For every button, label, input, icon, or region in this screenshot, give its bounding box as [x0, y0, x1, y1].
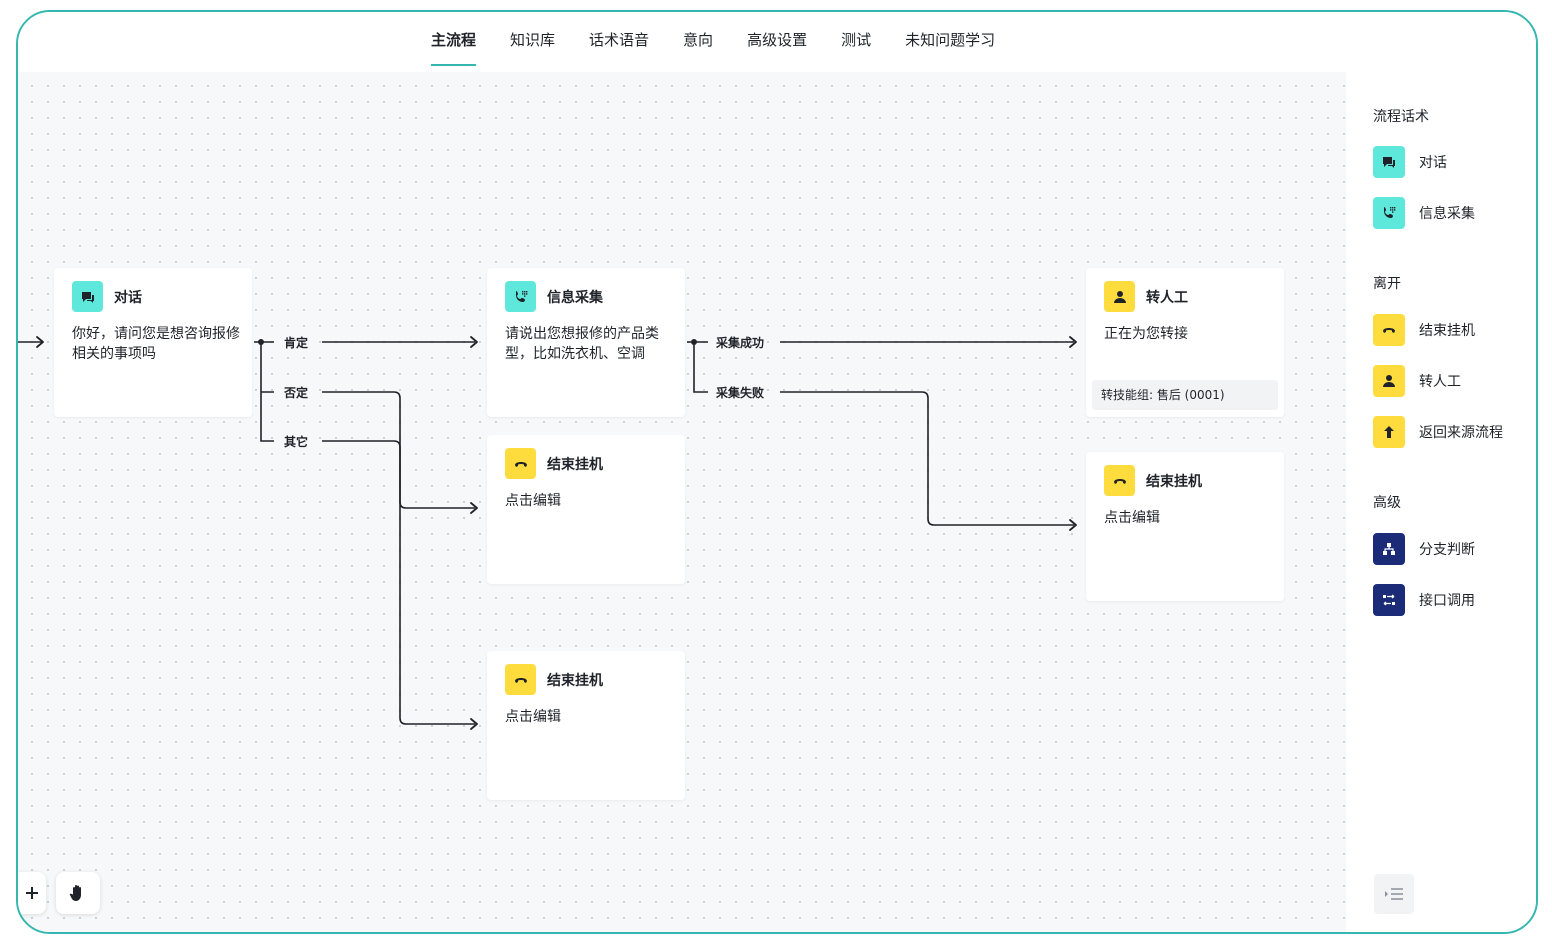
plus-icon — [26, 887, 38, 899]
node-transfer-human[interactable]: 转人工 正在为您转接 转技能组: 售后 (0001) — [1086, 268, 1284, 417]
palette-item-branch[interactable]: 分支判断 — [1373, 533, 1475, 565]
menu-collapse-icon — [1385, 888, 1403, 900]
node-body-text: 你好，请问您是想咨询报修相关的事项吗 — [72, 326, 240, 362]
branch-icon — [1373, 533, 1405, 565]
connector-collect-fail — [780, 391, 1074, 526]
hangup-icon — [505, 664, 536, 695]
node-header: 对话 — [72, 281, 142, 312]
connector-lines — [18, 336, 1077, 730]
return-arrow-icon — [1373, 416, 1405, 448]
tab-main-flow[interactable]: 主流程 — [431, 12, 477, 72]
arrowhead-entry — [36, 336, 44, 348]
hand-icon — [69, 885, 81, 901]
hangup-icon — [1104, 465, 1135, 496]
node-header: 结束挂机 — [505, 664, 603, 695]
collapse-panel-button[interactable] — [1374, 874, 1414, 914]
tab-unknown-question-learning[interactable]: 未知问题学习 — [905, 31, 996, 49]
connector-other — [322, 440, 475, 725]
node-title: 对话 — [114, 289, 142, 306]
node-hangup-1[interactable]: 结束挂机 点击编辑 — [487, 435, 685, 584]
palette-section-title: 离开 — [1373, 276, 1401, 292]
palette-item-hangup[interactable]: 结束挂机 — [1373, 314, 1475, 346]
node-body-text: 点击编辑 — [505, 493, 561, 509]
connector-negative — [322, 391, 475, 509]
node-info-collection[interactable]: 信息采集 请说出您想报修的产品类型，比如洗衣机、空调 — [487, 268, 685, 417]
tab-test[interactable]: 测试 — [841, 31, 872, 49]
tab-bar: 主流程 知识库 话术语音 意向 高级设置 测试 未知问题学习 — [431, 12, 1029, 72]
palette-section-title: 高级 — [1373, 495, 1401, 511]
person-icon — [1104, 281, 1135, 312]
palette-item-label: 分支判断 — [1419, 542, 1475, 558]
tab-intent[interactable]: 意向 — [683, 31, 714, 49]
app-window: 主流程 知识库 话术语音 意向 高级设置 测试 未知问题学习 — [16, 10, 1538, 934]
palette-item-label: 转人工 — [1419, 374, 1461, 390]
palette-item-api-call[interactable]: 接口调用 — [1373, 584, 1475, 616]
node-header: 结束挂机 — [505, 448, 603, 479]
branch-label-collect-success[interactable]: 采集成功 — [716, 336, 765, 350]
branch-dot-collect — [691, 339, 697, 345]
palette-item-label: 结束挂机 — [1419, 323, 1475, 339]
tab-knowledge-base[interactable]: 知识库 — [510, 31, 556, 49]
node-body-text: 请说出您想报修的产品类型，比如洗衣机、空调 — [505, 326, 659, 362]
skill-group-tag: 转技能组: 售后 (0001) — [1092, 380, 1278, 410]
palette-section-title: 流程话术 — [1373, 109, 1429, 125]
flow-canvas[interactable]: 肯定 否定 其它 采集成功 采集失败 对话 你好，请问您是想咨询报修相关的事项吗… — [18, 72, 1346, 932]
node-title: 结束挂机 — [547, 456, 603, 473]
branch-label-negative[interactable]: 否定 — [284, 386, 309, 400]
arrowhead-success — [1069, 336, 1077, 348]
node-hangup-2[interactable]: 结束挂机 点击编辑 — [487, 651, 685, 800]
palette-item-return-source[interactable]: 返回来源流程 — [1373, 416, 1503, 448]
chat-icon — [72, 281, 103, 312]
hangup-icon — [505, 448, 536, 479]
branch-label-collect-fail[interactable]: 采集失败 — [716, 386, 765, 400]
person-icon — [1373, 365, 1405, 397]
node-title: 转人工 — [1146, 289, 1188, 306]
connector-dialog-branches — [260, 342, 274, 442]
branch-label-other[interactable]: 其它 — [284, 435, 309, 449]
palette-item-label: 接口调用 — [1419, 593, 1475, 609]
node-title: 结束挂机 — [547, 672, 603, 689]
branch-dot-dialog — [258, 339, 264, 345]
palette-item-info-collection[interactable]: 信息采集 — [1373, 197, 1475, 229]
tab-script-voice[interactable]: 话术语音 — [589, 31, 650, 49]
phone-keypad-icon — [505, 281, 536, 312]
arrowhead-other — [470, 718, 478, 730]
api-icon — [1373, 584, 1405, 616]
node-palette: 流程话术 对话 信息采集 离开 结束挂机 转人工 — [1346, 72, 1536, 932]
chat-icon — [1373, 146, 1405, 178]
pan-tool-button[interactable] — [56, 872, 100, 914]
node-title: 信息采集 — [547, 289, 603, 306]
hangup-icon — [1373, 314, 1405, 346]
node-header: 结束挂机 — [1104, 465, 1202, 496]
top-navigation: 主流程 知识库 话术语音 意向 高级设置 测试 未知问题学习 — [18, 12, 1536, 72]
node-body-text: 点击编辑 — [1104, 510, 1160, 526]
palette-item-label: 返回来源流程 — [1419, 425, 1503, 441]
connector-collect-branches — [693, 342, 708, 393]
node-dialog[interactable]: 对话 你好，请问您是想咨询报修相关的事项吗 — [54, 268, 252, 417]
node-body-text: 正在为您转接 — [1104, 326, 1188, 342]
node-body-text: 点击编辑 — [505, 709, 561, 725]
palette-item-label: 信息采集 — [1419, 206, 1475, 222]
palette-item-transfer[interactable]: 转人工 — [1373, 365, 1461, 397]
arrowhead-fail — [1069, 519, 1077, 531]
palette-item-dialog[interactable]: 对话 — [1373, 146, 1447, 178]
node-title: 结束挂机 — [1146, 473, 1202, 490]
node-header: 转人工 — [1104, 281, 1188, 312]
palette-item-label: 对话 — [1419, 155, 1447, 171]
node-header: 信息采集 — [505, 281, 603, 312]
tab-advanced-settings[interactable]: 高级设置 — [747, 31, 808, 49]
branch-label-positive[interactable]: 肯定 — [284, 336, 309, 350]
arrowhead-positive — [470, 336, 478, 348]
phone-keypad-icon — [1373, 197, 1405, 229]
arrowhead-negative — [470, 502, 478, 514]
zoom-in-button[interactable] — [18, 872, 46, 914]
node-hangup-3[interactable]: 结束挂机 点击编辑 — [1086, 452, 1284, 601]
